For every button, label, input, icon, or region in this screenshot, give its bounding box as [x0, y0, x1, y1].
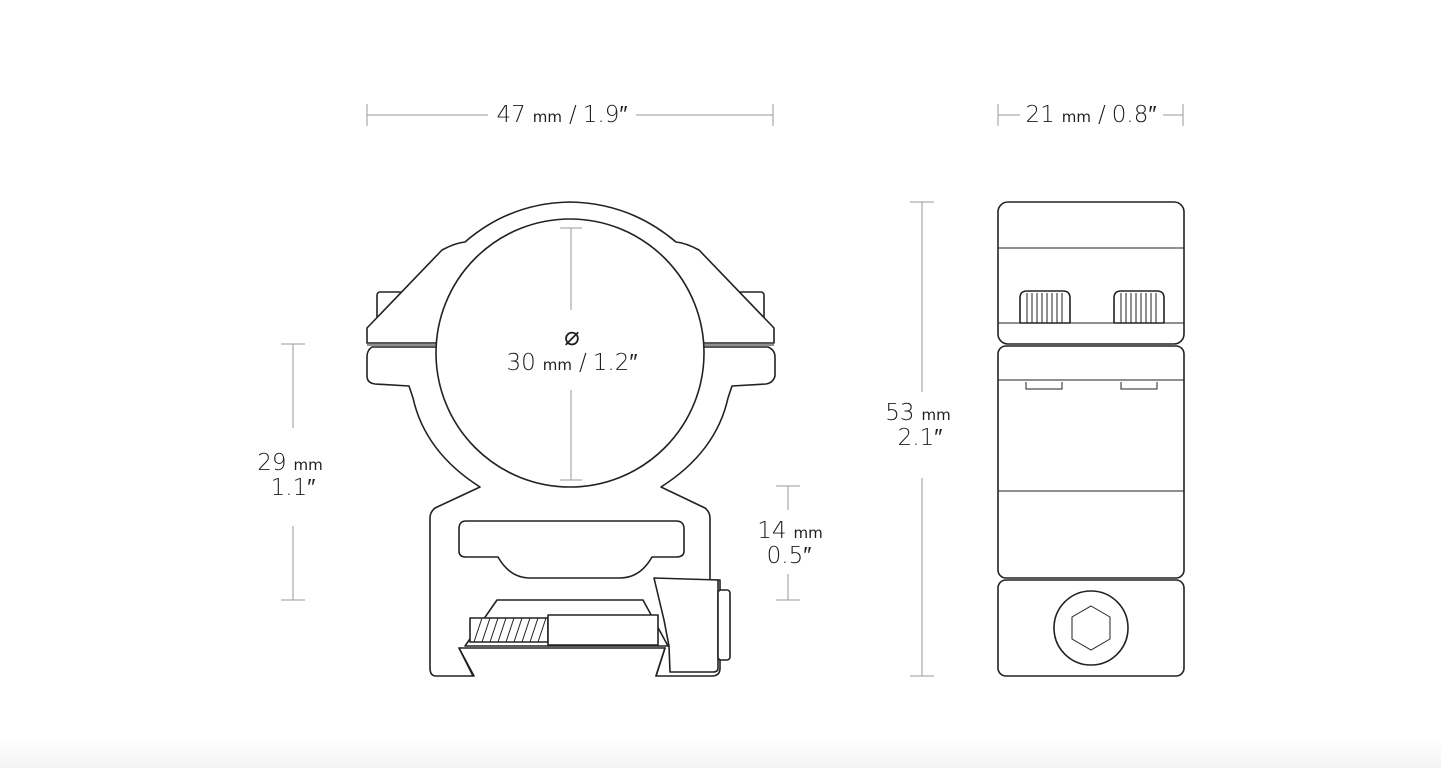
bolt-thread [469, 614, 659, 646]
clamp-jaw [653, 577, 719, 673]
diameter-symbol: ⌀ [564, 322, 580, 352]
center-height-imperial: 1.1″ [271, 475, 316, 501]
dimension-lines [281, 104, 1184, 677]
base-slot [458, 520, 685, 579]
tube-bore [435, 218, 705, 488]
clamp-nut [717, 589, 731, 661]
bottom-fade [0, 738, 1441, 768]
total-height-imperial: 2.1″ [898, 425, 943, 451]
hex-socket-icon [1071, 605, 1111, 651]
rail-right-edge [655, 647, 666, 677]
side-view [997, 201, 1185, 677]
side-notch-right [1120, 382, 1158, 390]
saddle-height-imperial: 0.5″ [767, 543, 812, 569]
side-notch-left [1025, 382, 1063, 390]
rail-left-edge [458, 647, 475, 677]
side-screw-right [1113, 290, 1165, 324]
side-screw-left [1019, 290, 1071, 324]
hex-socket-outer [1053, 590, 1129, 666]
side-base-block [997, 345, 1185, 579]
